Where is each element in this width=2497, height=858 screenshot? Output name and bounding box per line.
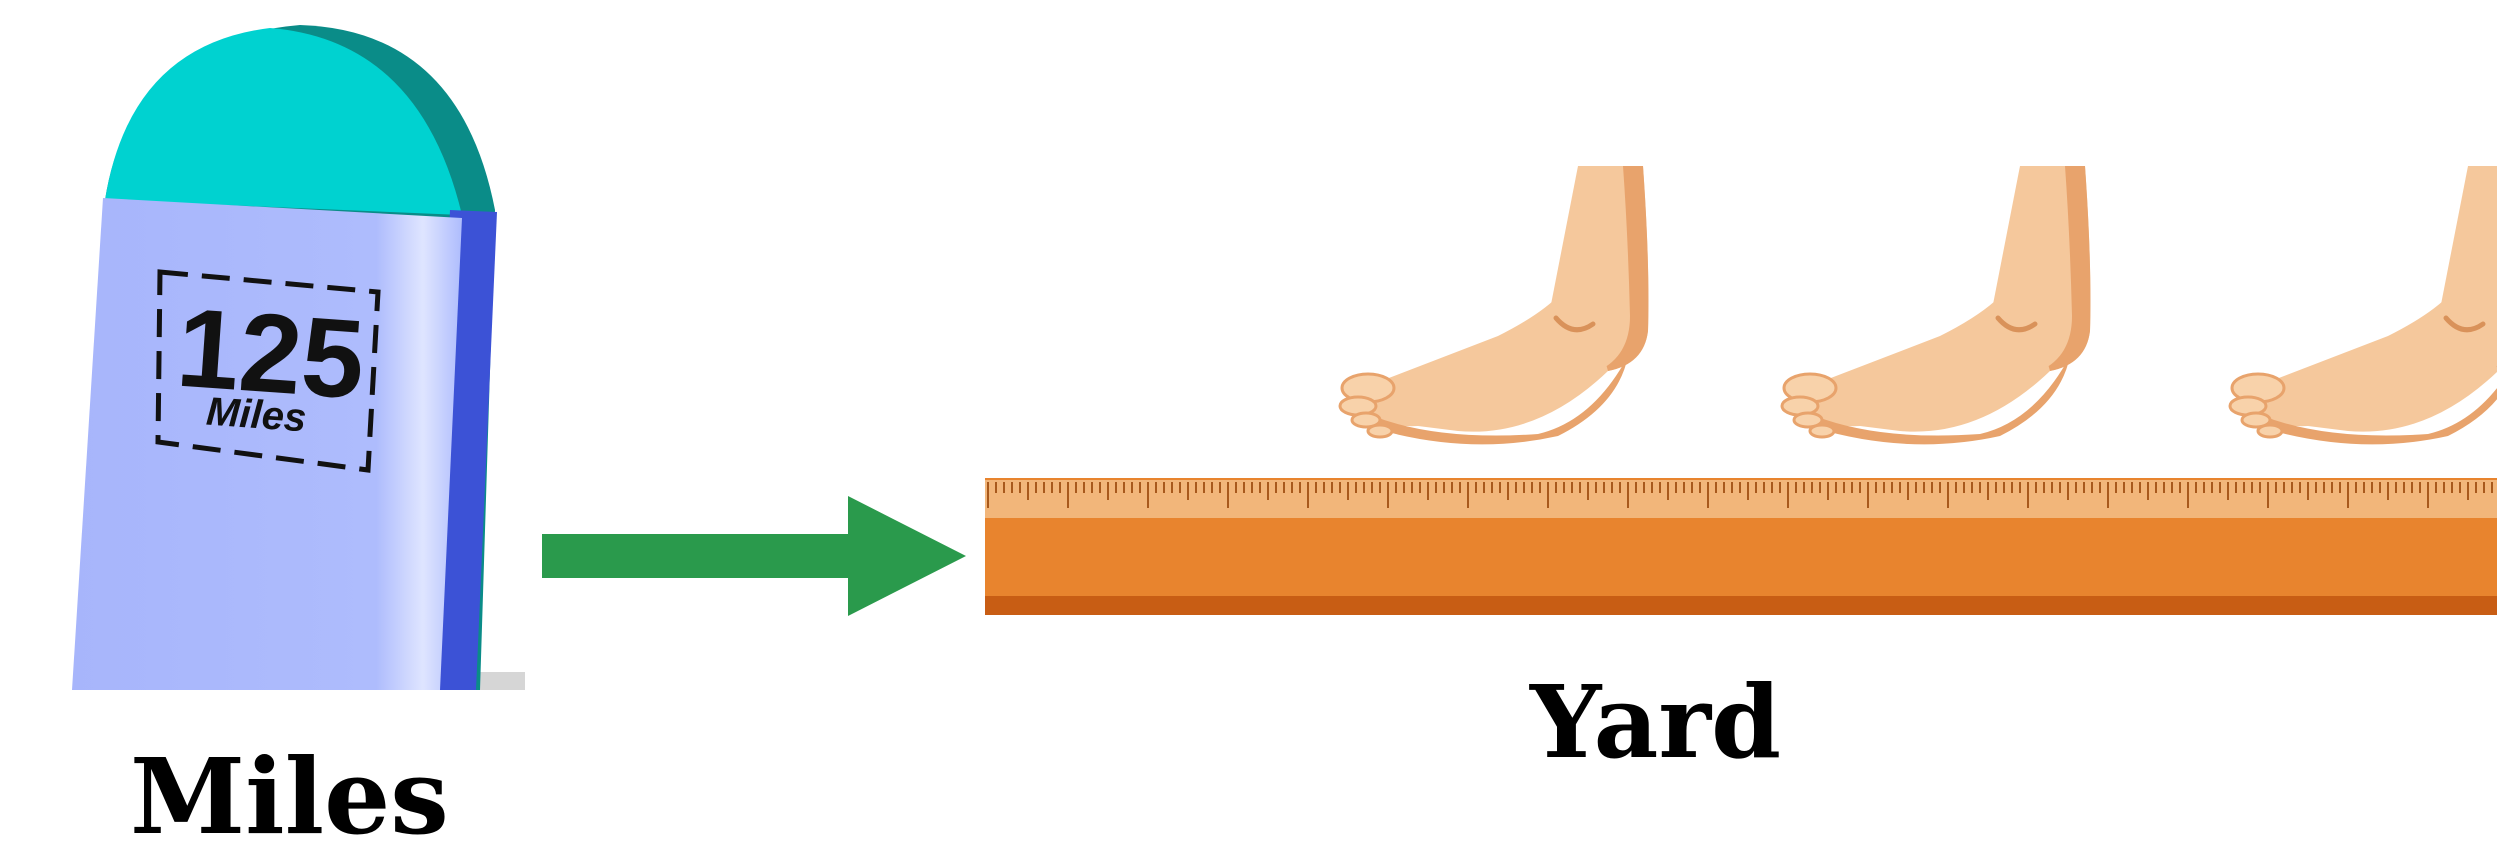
foot-icon: [1340, 166, 2497, 444]
miles-caption: Miles: [130, 745, 449, 849]
milestone-icon: 125 Miles: [72, 25, 525, 690]
arrow-right-icon: [542, 496, 966, 616]
milestone-unit: Miles: [205, 390, 308, 441]
yard-caption: Yard: [1530, 672, 1781, 772]
ruler-icon: [985, 478, 2497, 615]
